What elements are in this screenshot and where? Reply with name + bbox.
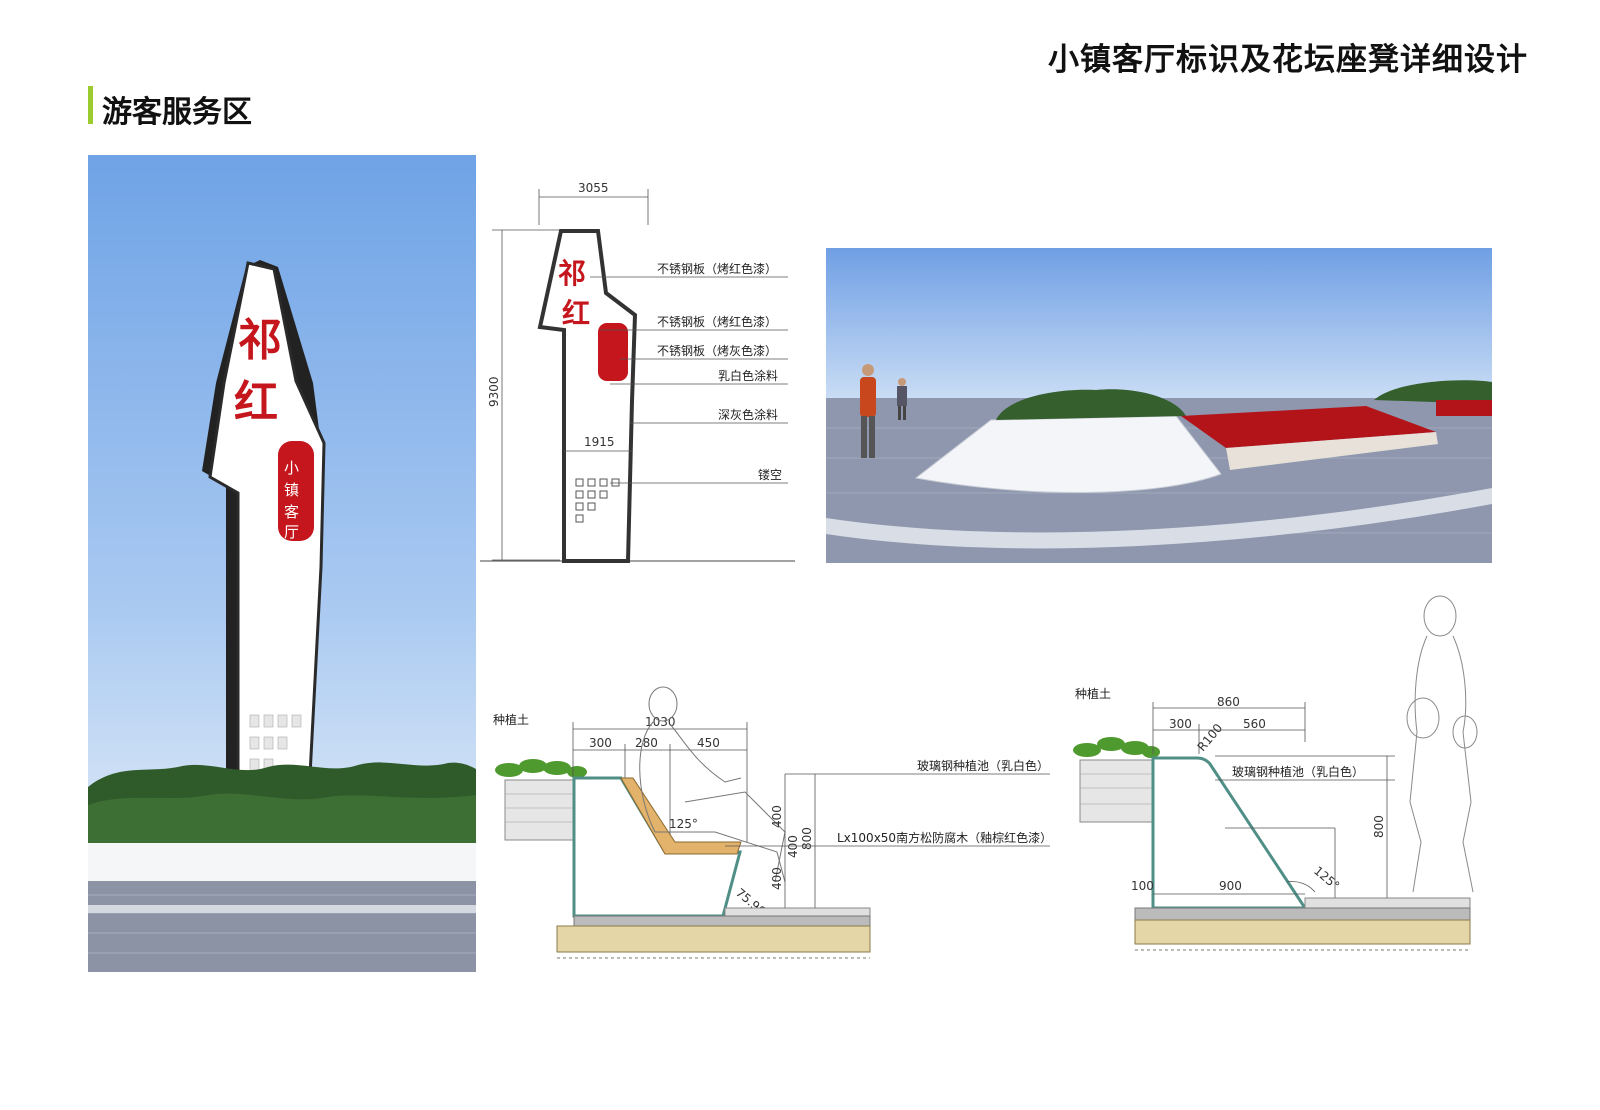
sign-render-panel: 祁 红 小 镇 客 厅 <box>88 155 476 972</box>
elevation-label-5: 深灰色涂料 <box>718 407 778 422</box>
elevation-calligraphy-2: 红 <box>562 297 590 330</box>
section-accent-bar <box>88 86 93 124</box>
planter-angle: 125° <box>1311 864 1342 893</box>
person-figure <box>860 364 876 458</box>
elevation-dim-height: 9300 <box>487 376 501 407</box>
elevation-label-3: 不锈钢板（烤灰色漆） <box>657 343 777 358</box>
planter-soil-label: 种植土 <box>1075 686 1111 701</box>
bench-label-wood: Lx100x50南方松防腐木（釉棕红色漆） <box>837 830 1052 845</box>
section-title: 游客服务区 <box>102 95 252 130</box>
bench-angle-a: 125° <box>669 817 698 831</box>
bench-dim-800: 800 <box>800 827 814 850</box>
sign-calligraphy-1: 祁 <box>238 315 282 366</box>
elevation-dim-width: 3055 <box>578 181 609 195</box>
elevation-label-6: 镂空 <box>758 468 782 482</box>
elevation-svg: 3055 9300 祁 红 1915 不锈钢板（烤红色漆） 不锈钢 <box>480 181 795 563</box>
svg-text:厅: 厅 <box>284 523 299 541</box>
svg-text:客: 客 <box>284 503 299 521</box>
planter-dim-base-a: 100 <box>1131 879 1154 893</box>
elevation-label-2: 不锈钢板（烤红色漆） <box>657 314 777 329</box>
bench-dim-b: 280 <box>635 736 658 750</box>
document-title: 小镇客厅标识及花坛座凳详细设计 <box>1048 42 1528 78</box>
planter-section-drawing: 种植土 860 300 560 R100 125° 800 玻璃钢种植池（乳白色… <box>1065 592 1495 967</box>
svg-text:镇: 镇 <box>284 481 299 499</box>
bench-soil-label: 种植土 <box>493 712 529 727</box>
planter-dim-base-b: 900 <box>1219 879 1242 893</box>
planter-label: 玻璃钢种植池（乳白色） <box>1232 764 1364 779</box>
planter-section-svg: 种植土 860 300 560 R100 125° 800 玻璃钢种植池（乳白色… <box>1073 595 1478 951</box>
elevation-calligraphy-1: 祁 <box>558 257 586 290</box>
bench-dim-c: 450 <box>697 736 720 750</box>
seated-person-outline <box>639 686 786 883</box>
sign-render-illustration: 祁 红 小 镇 客 厅 <box>88 155 476 972</box>
elevation-label-4: 乳白色涂料 <box>718 368 778 383</box>
bench-section-drawing: 种植土 1030 300 280 450 400 800 400 400 125… <box>485 682 1060 967</box>
svg-text:小: 小 <box>284 459 299 477</box>
bench-label-planter: 玻璃钢种植池（乳白色） <box>917 758 1049 773</box>
planter-render-illustration <box>826 248 1492 563</box>
planter-dim-total: 860 <box>1217 695 1240 709</box>
planter-dim-a: 300 <box>1169 717 1192 731</box>
bench-dim-total: 1030 <box>645 715 676 729</box>
planter-render-panel <box>826 248 1492 563</box>
planter-dim-b: 560 <box>1243 717 1266 731</box>
sign-calligraphy-2: 红 <box>234 377 278 428</box>
bench-dim-400b: 400 <box>786 835 800 858</box>
standing-woman-outline <box>1406 595 1478 893</box>
bench-dim-a: 300 <box>589 736 612 750</box>
sign-elevation-drawing: 3055 9300 祁 红 1915 不锈钢板（烤红色漆） 不锈钢 <box>480 175 810 570</box>
bench-section-svg: 种植土 1030 300 280 450 400 800 400 400 125… <box>493 686 1052 959</box>
elevation-label-1: 不锈钢板（烤红色漆） <box>657 261 777 276</box>
bench-dim-400a: 400 <box>770 805 784 828</box>
elevation-dim-lower-width: 1915 <box>584 435 615 449</box>
planter-dim-height: 800 <box>1372 815 1386 838</box>
bench-dim-400c: 400 <box>770 867 784 890</box>
